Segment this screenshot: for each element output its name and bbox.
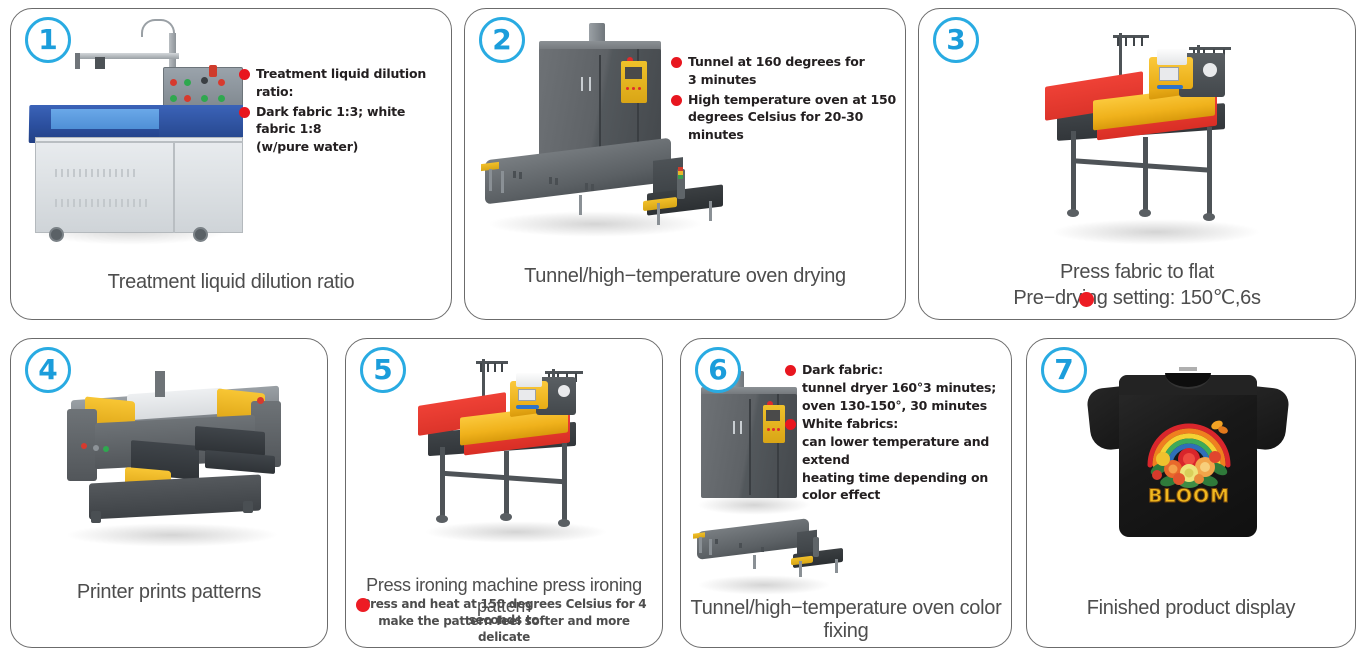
panel-caption-4: Printer prints patterns (76, 581, 262, 603)
bullet-dot-icon (785, 365, 796, 376)
panel-caption-5: Press ironing machine press ironing patt… (366, 575, 642, 616)
panel-card-4: 4 Printer prints patterns (10, 338, 328, 648)
panel-caption-sub-line-2: make the pattern feel softer and more de… (378, 614, 630, 644)
panel-number-badge-6: 6 (695, 347, 741, 393)
machine-tunnel-dryer-6 (687, 517, 847, 599)
panel-card-3: 3 (918, 8, 1356, 320)
panel-card-6: 6 (680, 338, 1012, 648)
bullet-continuation: degrees Celsius for 20-30 minutes (688, 109, 864, 142)
panel-number-badge-4: 4 (25, 347, 71, 393)
bullet-item: Tunnel at 160 degrees for (671, 53, 901, 71)
tshirt-product: BLOOM (1083, 357, 1295, 557)
bullet-dot-icon (671, 57, 682, 68)
rainbow-flowers-icon (1147, 420, 1231, 488)
bullet-continuation: can lower temperature and extend (802, 434, 990, 467)
bullet-item: High temperature oven at 150 (671, 91, 901, 109)
bullet-dot-icon (1079, 292, 1094, 307)
panel-caption-1: Treatment liquid dilution ratio (107, 271, 355, 293)
bullet-continuation: tunnel dryer 160°3 minutes; (802, 379, 997, 395)
bullet-continuation: 3 minutes (688, 71, 757, 87)
panel-caption-sub-3: Pre−drying setting: 150℃,6s (1013, 287, 1261, 309)
butterfly-icon (1211, 420, 1228, 434)
bullet-item: Dark fabric 1:3; white fabric 1:8 (239, 103, 445, 139)
panel-caption-7: Finished product display (1086, 597, 1296, 619)
bullet-dot-icon (239, 69, 250, 80)
machine-dilution-tank (23, 19, 253, 249)
panel-card-7: 7 (1026, 338, 1356, 648)
tshirt-collar (1165, 373, 1211, 389)
panel-number-badge-1: 1 (25, 17, 71, 63)
panel-caption-3: Press fabric to flat (1059, 261, 1215, 283)
panel-number-badge-2: 2 (479, 17, 525, 63)
panel-caption-sub-line-1: Press and heat at 150 degrees Celsius fo… (361, 597, 647, 627)
panel-card-1: 1 (10, 8, 452, 320)
bullet-continuation: oven 130-150°, 30 minutes (802, 397, 987, 413)
bullet-item: Dark fabric: (785, 361, 1007, 379)
panel-bullets-2: Tunnel at 160 degrees for 3 minutes High… (671, 53, 901, 144)
bullet-dot-icon (356, 598, 370, 612)
bullet-item: Treatment liquid dilution ratio: (239, 65, 445, 101)
bullet-continuation: heating time depending on color effect (802, 469, 989, 503)
panel-bullets-6: Dark fabric: tunnel dryer 160°3 minutes;… (785, 361, 1007, 504)
bullet-continuation: (w/pure water) (256, 139, 359, 154)
panel-number-badge-3: 3 (933, 17, 979, 63)
machine-tunnel-dryer-2 (471, 137, 731, 247)
bullet-dot-icon (785, 419, 796, 431)
bullet-dot-icon (671, 94, 682, 106)
panel-number-badge-7: 7 (1041, 347, 1087, 393)
tshirt-print-graphic (1145, 409, 1233, 505)
machine-heat-press-5 (406, 351, 626, 551)
panel-caption-6: Tunnel/high−temperature oven color fixin… (690, 597, 1002, 642)
panel-card-2: 2 (464, 8, 906, 320)
machine-heat-press-3 (1031, 23, 1281, 253)
panel-bullets-1: Treatment liquid dilution ratio: Dark fa… (239, 65, 445, 156)
panel-number-badge-5: 5 (360, 347, 406, 393)
tshirt-print-text: BLOOM (1147, 485, 1231, 508)
panel-caption-2: Tunnel/high−temperature oven drying (524, 265, 846, 287)
tshirt-tag (1179, 367, 1197, 371)
panel-card-5: 5 (345, 338, 663, 648)
bullet-dot-icon (239, 106, 250, 118)
machine-oven-cabinet-6 (691, 359, 821, 519)
bullet-item: White fabrics: (785, 415, 1007, 433)
machine-dtg-printer (45, 357, 301, 547)
